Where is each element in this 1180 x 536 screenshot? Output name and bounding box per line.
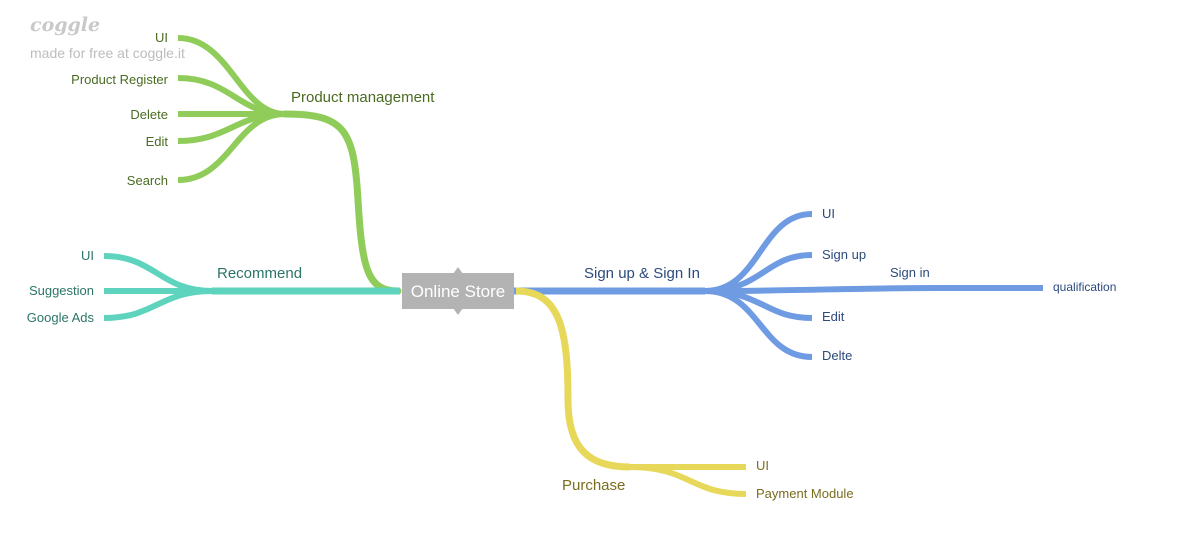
branch-product-management: Product management UI Product Register D… bbox=[71, 30, 435, 295]
connector-product-management bbox=[281, 110, 402, 295]
node-su-sign-up[interactable]: Sign up bbox=[822, 247, 866, 262]
node-pm-product-register[interactable]: Product Register bbox=[71, 72, 168, 87]
connector-su-ui bbox=[704, 211, 813, 294]
node-pu-payment-module[interactable]: Payment Module bbox=[756, 486, 854, 501]
node-rc-google-ads[interactable]: Google Ads bbox=[27, 310, 95, 325]
connector-rc-ui bbox=[103, 253, 213, 294]
branch-label-purchase[interactable]: Purchase bbox=[562, 477, 625, 494]
node-rc-suggestion[interactable]: Suggestion bbox=[29, 283, 94, 298]
node-pm-search[interactable]: Search bbox=[127, 173, 168, 188]
root-box[interactable] bbox=[402, 273, 514, 309]
node-pm-delete[interactable]: Delete bbox=[130, 107, 168, 122]
coggle-logo: coggle bbox=[30, 14, 101, 36]
node-su-delte[interactable]: Delte bbox=[822, 348, 852, 363]
branch-recommend: Recommend UI Suggestion Google Ads bbox=[27, 248, 400, 325]
root-top-marker bbox=[453, 267, 463, 274]
connector-pu-payment-module bbox=[629, 464, 747, 497]
node-pm-edit[interactable]: Edit bbox=[146, 134, 169, 149]
connector-purchase bbox=[515, 287, 631, 471]
connector-su-sign-in bbox=[704, 285, 936, 294]
node-su-sign-in[interactable]: Sign in bbox=[890, 265, 930, 280]
branch-label-product-management[interactable]: Product management bbox=[291, 89, 435, 106]
branch-label-recommend[interactable]: Recommend bbox=[217, 265, 302, 282]
node-su-qualification[interactable]: qualification bbox=[1053, 280, 1116, 294]
branch-purchase: Purchase UI Payment Module bbox=[515, 287, 854, 501]
watermark-text: made for free at coggle.it bbox=[30, 45, 185, 61]
branch-sign-up-sign-in: Sign up & Sign In UI Sign up Sign in qua… bbox=[514, 206, 1116, 363]
root-node[interactable]: Online Store bbox=[402, 267, 514, 315]
connector-pm-ui bbox=[177, 35, 286, 117]
root-label[interactable]: Online Store bbox=[411, 282, 506, 301]
connector-su-delte bbox=[704, 288, 813, 360]
node-su-ui[interactable]: UI bbox=[822, 206, 835, 221]
node-pu-ui[interactable]: UI bbox=[756, 458, 769, 473]
node-rc-ui[interactable]: UI bbox=[81, 248, 94, 263]
node-pm-ui[interactable]: UI bbox=[155, 30, 168, 45]
branch-label-sign-up-sign-in[interactable]: Sign up & Sign In bbox=[584, 265, 700, 282]
node-su-edit[interactable]: Edit bbox=[822, 309, 845, 324]
connector-rc-google-ads bbox=[103, 288, 213, 321]
connector-pm-search bbox=[177, 111, 286, 183]
root-bottom-marker bbox=[453, 308, 463, 315]
